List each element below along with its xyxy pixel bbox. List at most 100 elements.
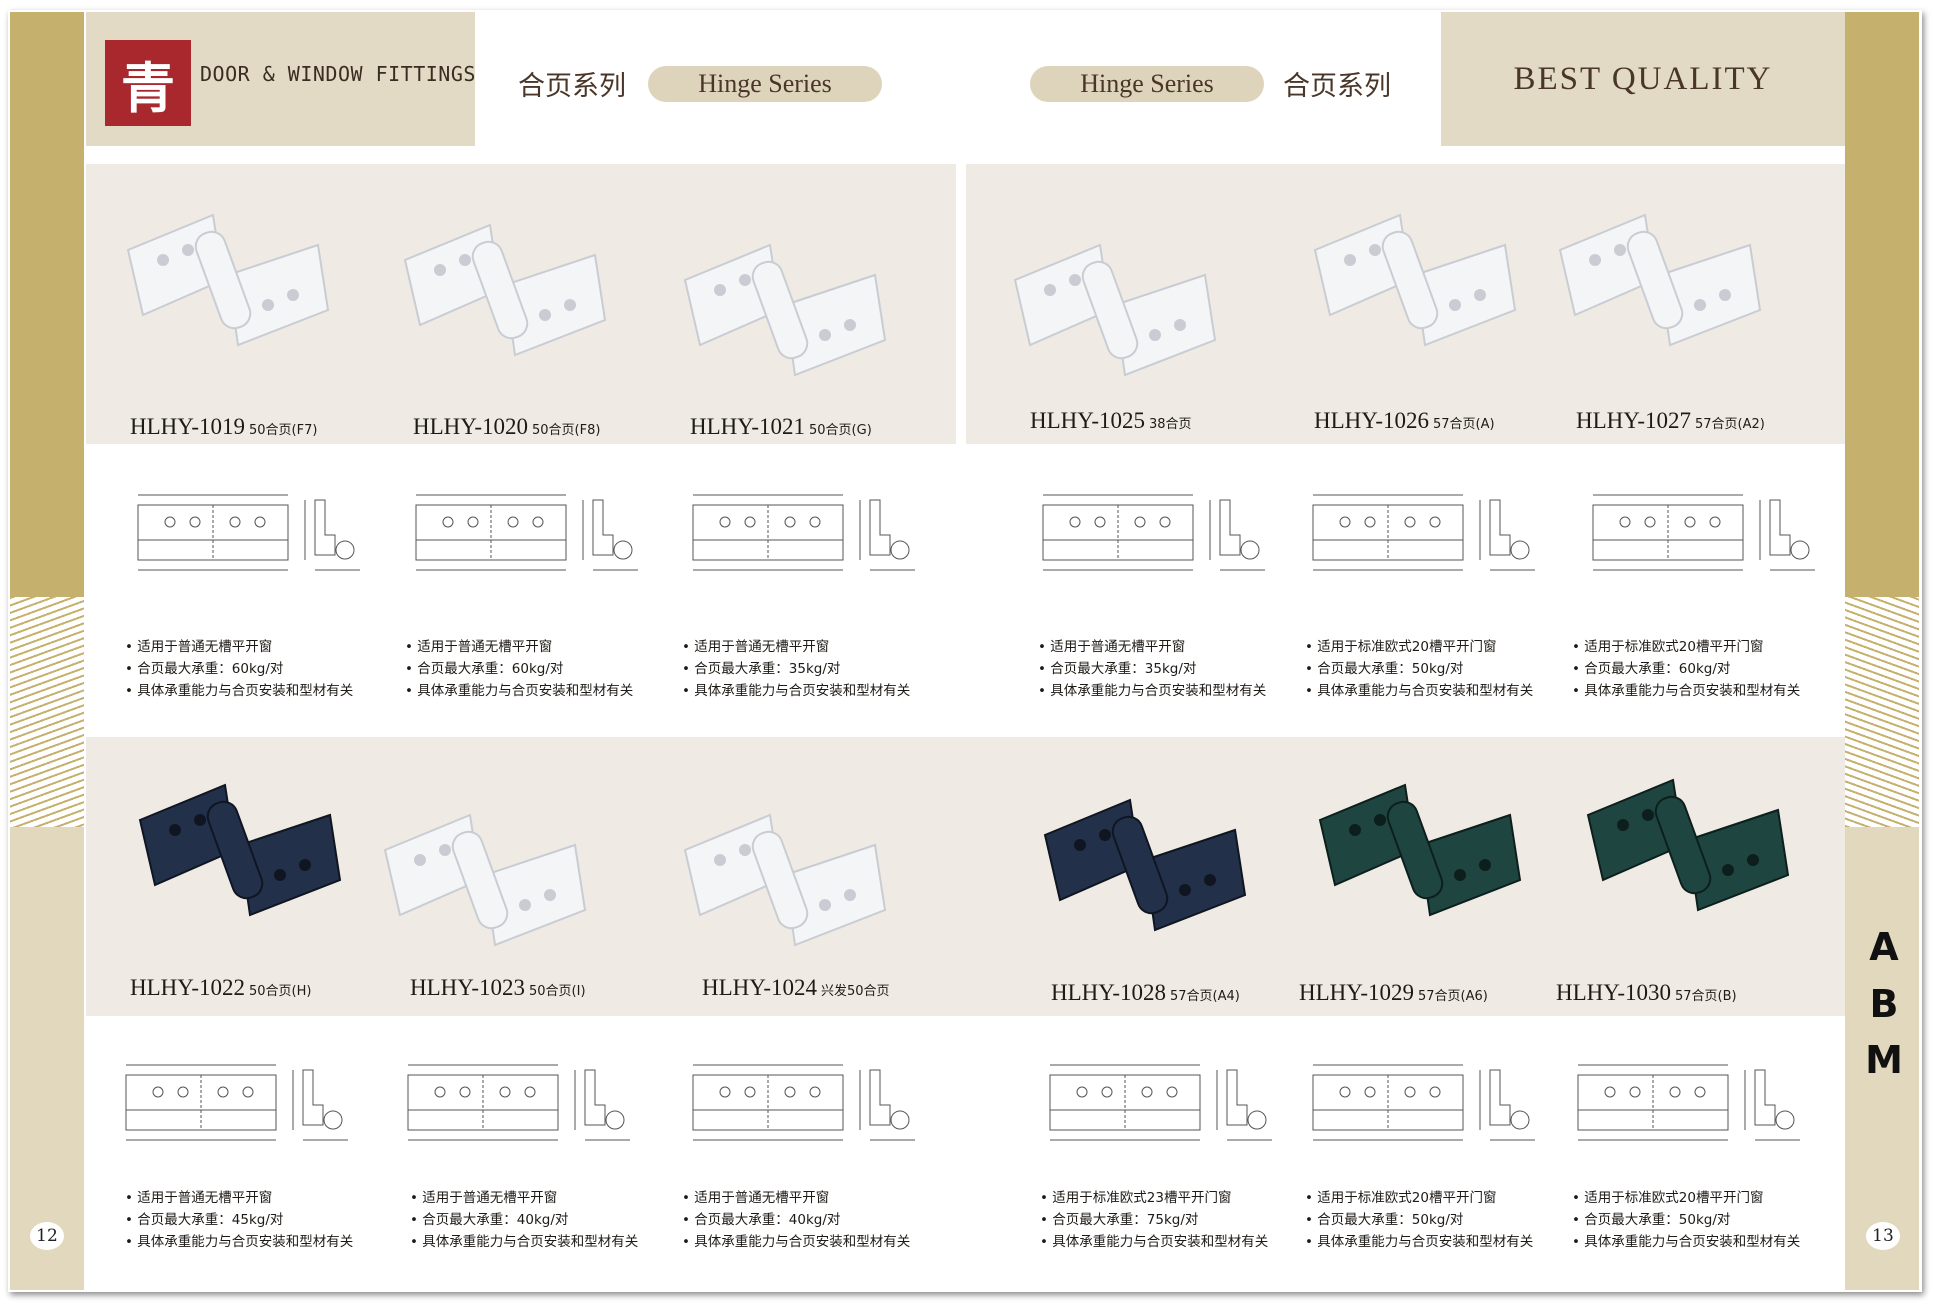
hinge-product-photo <box>1035 775 1255 959</box>
technical-drawing <box>1042 1050 1282 1154</box>
product-feature-list: 适用于标准欧式20槽平开门窗合页最大承重：50kg/对具体承重能力与合页安装和型… <box>1305 636 1533 702</box>
feature-bullet: 适用于普通无槽平开窗 <box>682 1187 910 1209</box>
product-model: HLHY-1026 <box>1314 408 1429 433</box>
technical-drawing <box>400 1050 640 1154</box>
product-feature-list: 适用于普通无槽平开窗合页最大承重：60kg/对具体承重能力与合页安装和型材有关 <box>405 636 633 702</box>
technical-drawing <box>1305 1050 1545 1154</box>
feature-bullet: 合页最大承重：50kg/对 <box>1572 1209 1800 1231</box>
feature-bullet: 适用于标准欧式23槽平开门窗 <box>1040 1187 1268 1209</box>
feature-bullet: 适用于普通无槽平开窗 <box>410 1187 638 1209</box>
product-spec: 38合页 <box>1149 417 1192 432</box>
product-model: HLHY-1029 <box>1299 980 1414 1005</box>
product-spec: 50合页(H) <box>249 984 312 999</box>
product-model: HLHY-1020 <box>413 414 528 439</box>
feature-bullet: 合页最大承重：40kg/对 <box>410 1209 638 1231</box>
technical-drawing <box>1570 1050 1810 1154</box>
product-model: HLHY-1025 <box>1030 408 1145 433</box>
product-spec: 50合页(F8) <box>532 423 601 438</box>
side-logo-letter-m: M <box>1865 1038 1903 1082</box>
product-feature-list: 适用于普通无槽平开窗合页最大承重：35kg/对具体承重能力与合页安装和型材有关 <box>1038 636 1266 702</box>
hinge-product-photo <box>1578 755 1798 939</box>
feature-bullet: 适用于普通无槽平开窗 <box>682 636 910 658</box>
side-logo-letter-a: A <box>1869 925 1899 969</box>
technical-drawing <box>118 1050 358 1154</box>
feature-bullet: 合页最大承重：50kg/对 <box>1305 1209 1533 1231</box>
product-feature-list: 适用于标准欧式23槽平开门窗合页最大承重：75kg/对具体承重能力与合页安装和型… <box>1040 1187 1268 1253</box>
product-spec: 兴发50合页 <box>821 984 890 999</box>
feature-bullet: 具体承重能力与合页安装和型材有关 <box>405 680 633 702</box>
technical-drawing <box>685 480 925 584</box>
hinge-product-photo <box>130 760 350 944</box>
best-quality-banner: BEST QUALITY <box>1441 12 1845 146</box>
feature-bullet: 具体承重能力与合页安装和型材有关 <box>1305 680 1533 702</box>
hinge-product-photo <box>675 220 895 404</box>
series-title-cn-right: 合页系列 <box>1283 71 1391 102</box>
product-label: HLHY-1019 50合页(F7) <box>130 414 317 440</box>
product-label: HLHY-1028 57合页(A4) <box>1051 980 1240 1006</box>
feature-bullet: 适用于普通无槽平开窗 <box>405 636 633 658</box>
feature-bullet: 具体承重能力与合页安装和型材有关 <box>1040 1231 1268 1253</box>
product-model: HLHY-1019 <box>130 414 245 439</box>
product-label: HLHY-1029 57合页(A6) <box>1299 980 1488 1006</box>
product-spec: 57合页(A2) <box>1695 417 1765 432</box>
feature-bullet: 适用于标准欧式20槽平开门窗 <box>1305 636 1533 658</box>
series-pill-left: Hinge Series <box>648 66 882 102</box>
right-page-edge-strip <box>1845 12 1919 1290</box>
hinge-product-photo <box>1310 760 1530 944</box>
product-feature-list: 适用于普通无槽平开窗合页最大承重：40kg/对具体承重能力与合页安装和型材有关 <box>682 1187 910 1253</box>
feature-bullet: 具体承重能力与合页安装和型材有关 <box>682 1231 910 1253</box>
feature-bullet: 适用于标准欧式20槽平开门窗 <box>1572 636 1800 658</box>
page-number-right: 13 <box>1866 1222 1900 1250</box>
feature-bullet: 合页最大承重：35kg/对 <box>1038 658 1266 680</box>
product-feature-list: 适用于标准欧式20槽平开门窗合页最大承重：60kg/对具体承重能力与合页安装和型… <box>1572 636 1800 702</box>
series-pill-right: Hinge Series <box>1030 66 1264 102</box>
product-spec: 57合页(A6) <box>1418 989 1488 1004</box>
product-model: HLHY-1021 <box>690 414 805 439</box>
technical-drawing <box>1035 480 1275 584</box>
feature-bullet: 合页最大承重：75kg/对 <box>1040 1209 1268 1231</box>
product-model: HLHY-1028 <box>1051 980 1166 1005</box>
feature-bullet: 合页最大承重：45kg/对 <box>125 1209 353 1231</box>
technical-drawing <box>1305 480 1545 584</box>
feature-bullet: 具体承重能力与合页安装和型材有关 <box>1038 680 1266 702</box>
product-label: HLHY-1023 50合页(I) <box>410 975 586 1001</box>
page-number-left: 12 <box>30 1222 64 1250</box>
feature-bullet: 适用于普通无槽平开窗 <box>125 1187 353 1209</box>
series-title-cn-left: 合页系列 <box>518 71 626 102</box>
hinge-product-photo <box>375 790 595 974</box>
feature-bullet: 具体承重能力与合页安装和型材有关 <box>682 680 910 702</box>
feature-bullet: 具体承重能力与合页安装和型材有关 <box>125 680 353 702</box>
product-model: HLHY-1023 <box>410 975 525 1000</box>
brand-seal-logo: 青 <box>102 37 194 129</box>
product-feature-list: 适用于普通无槽平开窗合页最大承重：45kg/对具体承重能力与合页安装和型材有关 <box>125 1187 353 1253</box>
product-feature-list: 适用于标准欧式20槽平开门窗合页最大承重：50kg/对具体承重能力与合页安装和型… <box>1305 1187 1533 1253</box>
hinge-product-photo <box>1550 190 1770 374</box>
product-label: HLHY-1020 50合页(F8) <box>413 414 600 440</box>
technical-drawing <box>685 1050 925 1154</box>
feature-bullet: 合页最大承重：60kg/对 <box>405 658 633 680</box>
hinge-product-photo <box>395 200 615 384</box>
product-model: HLHY-1022 <box>130 975 245 1000</box>
product-label: HLHY-1025 38合页 <box>1030 408 1192 434</box>
feature-bullet: 具体承重能力与合页安装和型材有关 <box>1305 1231 1533 1253</box>
brand-text: DOOR & WINDOW FITTINGS <box>200 62 476 86</box>
feature-bullet: 合页最大承重：60kg/对 <box>125 658 353 680</box>
feature-bullet: 合页最大承重：35kg/对 <box>682 658 910 680</box>
product-model: HLHY-1027 <box>1576 408 1691 433</box>
product-spec: 57合页(A4) <box>1170 989 1240 1004</box>
feature-bullet: 具体承重能力与合页安装和型材有关 <box>1572 680 1800 702</box>
product-spec: 50合页(I) <box>529 984 586 999</box>
product-spec: 57合页(A) <box>1433 417 1495 432</box>
hinge-product-photo <box>675 790 895 974</box>
feature-bullet: 合页最大承重：50kg/对 <box>1305 658 1533 680</box>
feature-bullet: 合页最大承重：60kg/对 <box>1572 658 1800 680</box>
product-spec: 50合页(G) <box>809 423 872 438</box>
feature-bullet: 具体承重能力与合页安装和型材有关 <box>1572 1231 1800 1253</box>
feature-bullet: 具体承重能力与合页安装和型材有关 <box>125 1231 353 1253</box>
feature-bullet: 具体承重能力与合页安装和型材有关 <box>410 1231 638 1253</box>
product-feature-list: 适用于普通无槽平开窗合页最大承重：35kg/对具体承重能力与合页安装和型材有关 <box>682 636 910 702</box>
product-spec: 50合页(F7) <box>249 423 318 438</box>
technical-drawing <box>1585 480 1825 584</box>
technical-drawing <box>130 480 370 584</box>
